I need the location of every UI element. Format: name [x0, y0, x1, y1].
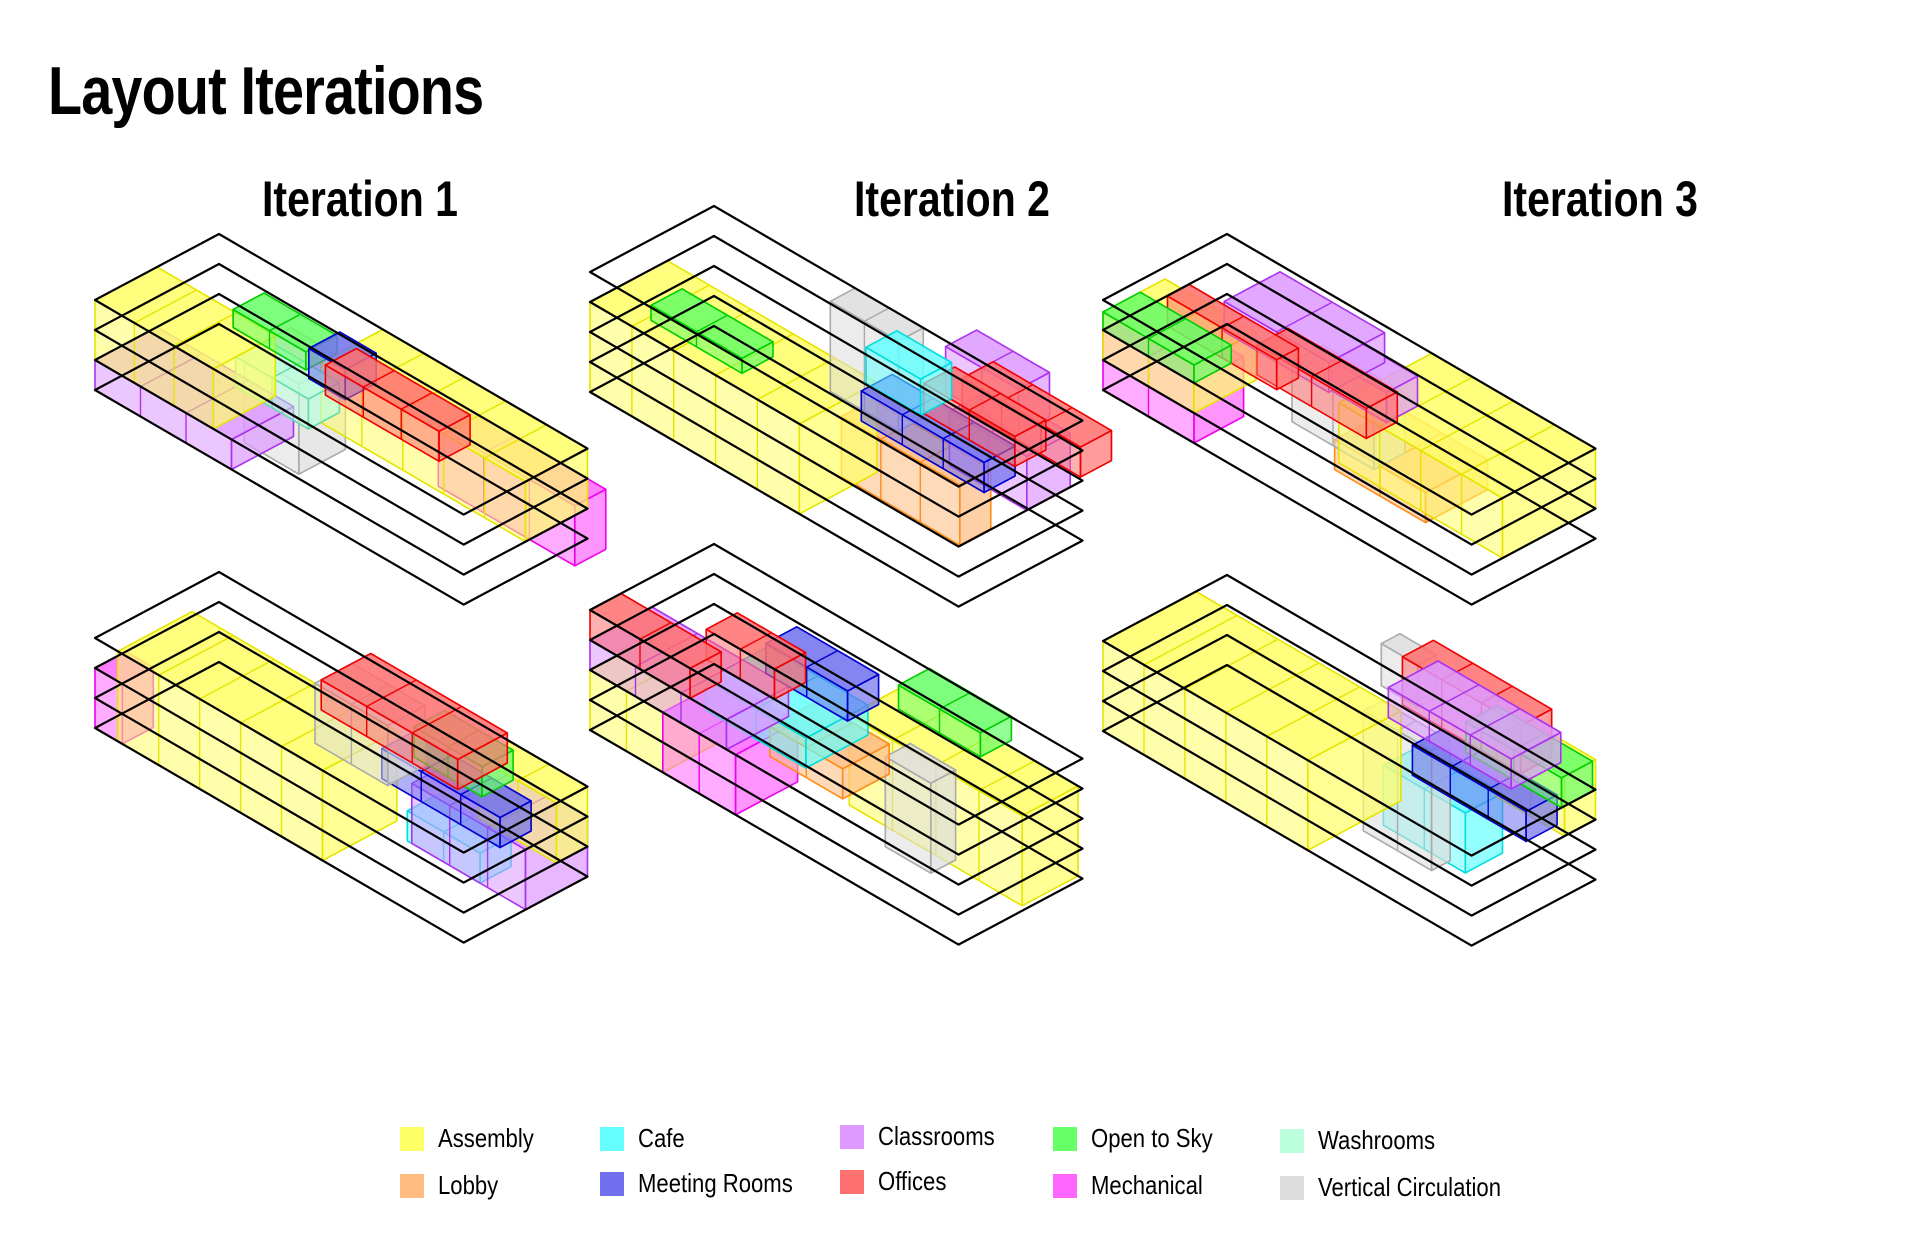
legend-label-cafe: Cafe — [638, 1123, 685, 1153]
legend-swatch-lobby — [400, 1173, 424, 1198]
legend-item-classrooms: Classrooms — [840, 1121, 1015, 1152]
legend-label-open-to-sky: Open to Sky — [1091, 1123, 1213, 1153]
legend-item-lobby: Lobby — [400, 1170, 509, 1201]
legend-label-mechanical: Mechanical — [1091, 1170, 1203, 1200]
space-block-offices — [320, 652, 509, 791]
space-block-open — [650, 287, 774, 375]
iteration-3-model-b — [1101, 573, 1597, 947]
legend-item-vertical-circulation: Vertical Circulation — [1280, 1172, 1533, 1203]
legend-label-vertical-circulation: Vertical Circulation — [1318, 1172, 1502, 1202]
legend-swatch-assembly — [400, 1126, 424, 1151]
space-block-vertical — [884, 742, 957, 875]
legend-item-cafe: Cafe — [600, 1123, 693, 1154]
iteration-3-title: Iteration 3 — [1502, 171, 1698, 227]
page-title: Layout Iterations — [48, 53, 484, 129]
legend-swatch-mechanical — [1053, 1173, 1077, 1198]
iteration-1-title: Iteration 1 — [262, 171, 458, 227]
legend-item-assembly: Assembly — [400, 1123, 551, 1154]
legend-swatch-offices — [840, 1169, 864, 1194]
legend-label-classrooms: Classrooms — [878, 1121, 995, 1151]
iteration-1-model-b — [93, 570, 589, 944]
legend-item-open-to-sky: Open to Sky — [1053, 1123, 1234, 1154]
iteration-2-model-b — [588, 542, 1084, 946]
iteration-2-title: Iteration 2 — [854, 171, 1050, 227]
legend-swatch-vertical-circulation — [1280, 1175, 1304, 1200]
space-block-classrooms — [1387, 660, 1562, 790]
iteration-2-model-a — [588, 204, 1113, 608]
legend-item-washrooms: Washrooms — [1280, 1125, 1456, 1156]
space-block-offices — [324, 347, 471, 463]
legend-swatch-classrooms — [840, 1124, 864, 1149]
iteration-1-model-a — [93, 232, 607, 606]
space-block-assembly — [1102, 590, 1402, 852]
legend-item-meeting-rooms: Meeting Rooms — [600, 1168, 820, 1199]
legend-item-offices: Offices — [840, 1166, 958, 1197]
legend-label-assembly: Assembly — [438, 1123, 534, 1153]
legend-swatch-cafe — [600, 1126, 624, 1151]
legend-swatch-washrooms — [1280, 1128, 1304, 1153]
legend-swatch-meeting-rooms — [600, 1171, 624, 1196]
legend-label-meeting-rooms: Meeting Rooms — [638, 1168, 793, 1198]
legend-label-offices: Offices — [878, 1166, 947, 1196]
legend-label-washrooms: Washrooms — [1318, 1125, 1436, 1155]
legend-item-mechanical: Mechanical — [1053, 1170, 1223, 1201]
legend-label-lobby: Lobby — [438, 1170, 499, 1200]
iteration-3-model-a — [1101, 232, 1597, 606]
legend-swatch-open-to-sky — [1053, 1126, 1077, 1151]
